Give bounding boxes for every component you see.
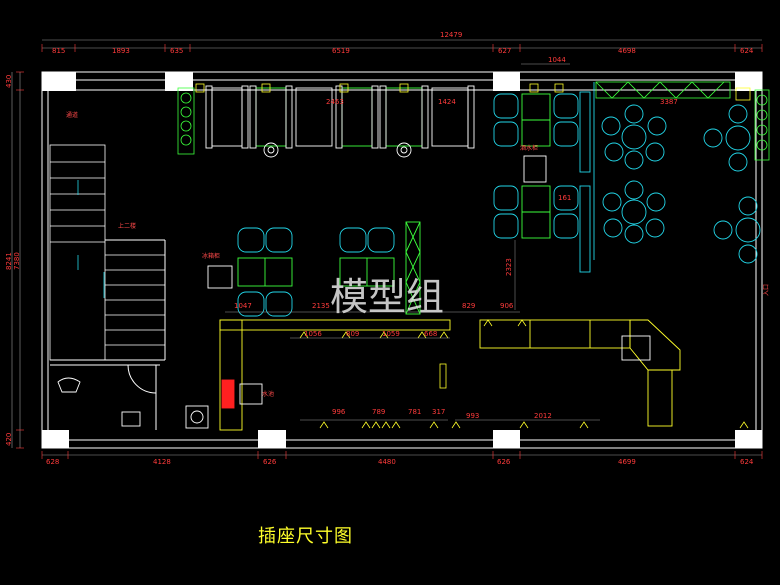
staircase [49, 144, 165, 361]
dining-cluster-bottom [493, 82, 595, 273]
label-upstairs: 上二楼 [118, 222, 136, 230]
booth-seating-top [205, 85, 475, 158]
dim-829: 829 [462, 302, 475, 310]
dim-2012: 2012 [534, 412, 552, 420]
outlets-top [195, 83, 564, 93]
label-cabinet: 酒水柜 [520, 144, 538, 152]
label-fridge: 冰箱柜 [202, 252, 220, 260]
dim-1424: 1424 [438, 98, 456, 106]
dimension-texts: 12479 815 1893 635 6519 627 4698 624 104… [5, 31, 754, 466]
dim-668: 668 [424, 330, 437, 338]
dim-top-4: 6519 [332, 47, 350, 55]
dim-1059: 1059 [382, 330, 400, 338]
dim-top-5: 627 [498, 47, 511, 55]
dim-781: 781 [408, 408, 421, 416]
dim-2323: 2323 [505, 258, 513, 276]
dim-993: 993 [466, 412, 479, 420]
bar-counter [57, 319, 681, 431]
dim-996: 996 [332, 408, 346, 416]
dim-2135: 2135 [312, 302, 330, 310]
dim-left-2: 7380 [13, 252, 21, 270]
dim-789: 789 [372, 408, 385, 416]
room-labels: 通道 上二楼 冰箱柜 酒水柜 水池 入口 [66, 111, 770, 398]
dim-317: 317 [432, 408, 445, 416]
dim-bottom-6: 4699 [618, 458, 636, 466]
planters [177, 81, 770, 161]
label-passage: 通道 [66, 111, 78, 119]
round-tables [601, 104, 761, 264]
watermark: 模型组 [330, 275, 444, 319]
walls [41, 71, 763, 449]
dim-1047: 1047 [234, 302, 252, 310]
dim-1056: 1056 [304, 330, 322, 338]
dim-2463: 2463 [326, 98, 344, 106]
dimension-lines [11, 39, 763, 459]
dim-left-3: 8241 [5, 252, 13, 270]
dim-161: 161 [558, 194, 571, 202]
outlets-bottom [299, 319, 749, 429]
dim-top-1: 815 [52, 47, 65, 55]
dim-809: 809 [346, 330, 359, 338]
label-entrance: 入口 [763, 284, 770, 296]
dim-top-3: 635 [170, 47, 183, 55]
dim-906: 906 [500, 302, 514, 310]
columns [42, 72, 762, 448]
dim-left-1: 430 [5, 75, 13, 88]
dim-bottom-2: 4128 [153, 458, 171, 466]
dim-top-2: 1893 [112, 47, 130, 55]
dim-bottom-4: 4480 [378, 458, 396, 466]
sofa-groups-middle [207, 221, 421, 317]
dim-bottom-1: 628 [46, 458, 59, 466]
inner-dimensions: 2463 1424 3387 1047 2135 829 906 2323 10… [225, 98, 678, 421]
label-sink: 水池 [262, 390, 274, 398]
dim-bottom-3: 626 [263, 458, 277, 466]
dim-bottom-5: 626 [497, 458, 511, 466]
dim-bottom-7: 624 [740, 458, 754, 466]
dim-top-inner: 1044 [548, 56, 566, 64]
dim-overall-top: 12479 [440, 31, 462, 39]
dim-left-4: 420 [5, 433, 13, 446]
dim-3387: 3387 [660, 98, 678, 106]
dim-top-7: 624 [740, 47, 754, 55]
dim-top-6: 4698 [618, 47, 636, 55]
dining-cluster-top [493, 91, 591, 173]
drawing-caption: 插座尺寸图 [258, 526, 353, 547]
